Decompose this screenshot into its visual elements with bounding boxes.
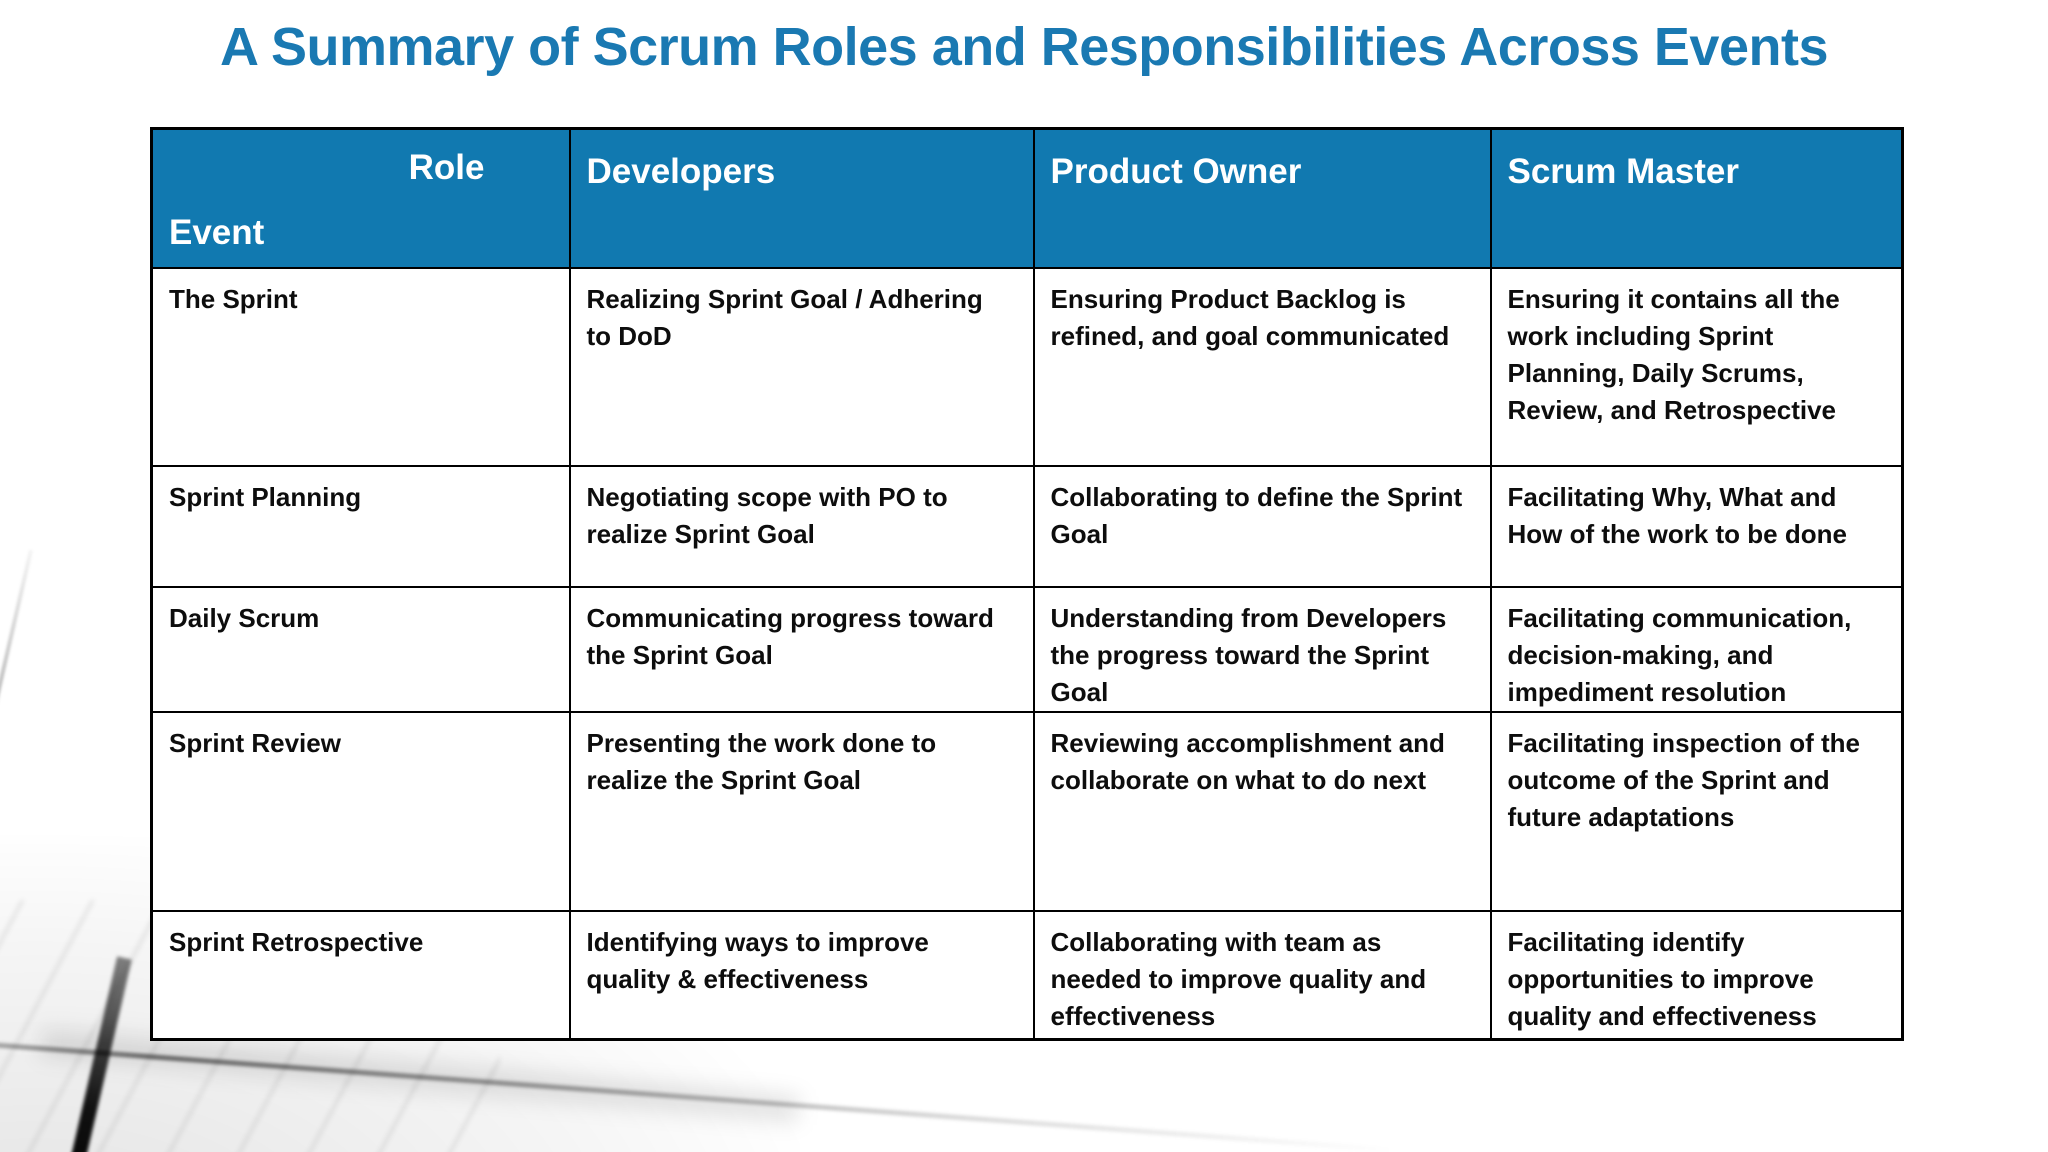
table-row-sprint-planning: Sprint Planning Negotiating scope with P…: [150, 464, 1904, 588]
developers-cell: Presenting the work done to realize the …: [568, 710, 1035, 912]
corner-role-label: Role: [408, 148, 485, 187]
event-cell: Daily Scrum: [150, 585, 571, 713]
developers-cell: Realizing Sprint Goal / Adhering to DoD: [568, 266, 1035, 467]
product-owner-cell: Reviewing accomplishment and collaborate…: [1032, 710, 1492, 912]
column-header-developers: Developers: [568, 127, 1035, 269]
product-owner-cell: Understanding from Developers the progre…: [1032, 585, 1492, 713]
table-row-daily-scrum: Daily Scrum Communicating progress towar…: [150, 585, 1904, 713]
table-row-sprint-review: Sprint Review Presenting the work done t…: [150, 710, 1904, 912]
header-row: Role Event Developers Product Owner Scru…: [150, 127, 1904, 269]
event-cell: Sprint Planning: [150, 464, 571, 588]
page-title: A Summary of Scrum Roles and Responsibil…: [220, 17, 1828, 77]
event-cell: The Sprint: [150, 266, 571, 467]
product-owner-cell: Collaborating with team as needed to imp…: [1032, 909, 1492, 1041]
corner-event-label: Event: [169, 212, 265, 252]
table-row-the-sprint: The Sprint Realizing Sprint Goal / Adher…: [150, 266, 1904, 467]
event-cell: Sprint Review: [150, 710, 571, 912]
product-owner-cell: Collaborating to define the Sprint Goal: [1032, 464, 1492, 588]
scrum-master-cell: Facilitating inspection of the outcome o…: [1489, 710, 1904, 912]
event-cell: Sprint Retrospective: [150, 909, 571, 1041]
developers-cell: Identifying ways to improve quality & ef…: [568, 909, 1035, 1041]
scrum-master-cell: Facilitating Why, What and How of the wo…: [1489, 464, 1904, 588]
scrum-master-cell: Facilitating communication, decision-mak…: [1489, 585, 1904, 713]
developers-cell: Communicating progress toward the Sprint…: [568, 585, 1035, 713]
column-header-product-owner: Product Owner: [1032, 127, 1492, 269]
column-header-scrum-master: Scrum Master: [1489, 127, 1904, 269]
developers-cell: Negotiating scope with PO to realize Spr…: [568, 464, 1035, 588]
table-row-sprint-retrospective: Sprint Retrospective Identifying ways to…: [150, 909, 1904, 1041]
product-owner-cell: Ensuring Product Backlog is refined, and…: [1032, 266, 1492, 467]
scrum-master-cell: Ensuring it contains all the work includ…: [1489, 266, 1904, 467]
corner-header-cell: Role Event: [150, 127, 571, 269]
scrum-roles-table: Role Event Developers Product Owner Scru…: [150, 127, 1904, 1041]
scrum-master-cell: Facilitating identify opportunities to i…: [1489, 909, 1904, 1041]
